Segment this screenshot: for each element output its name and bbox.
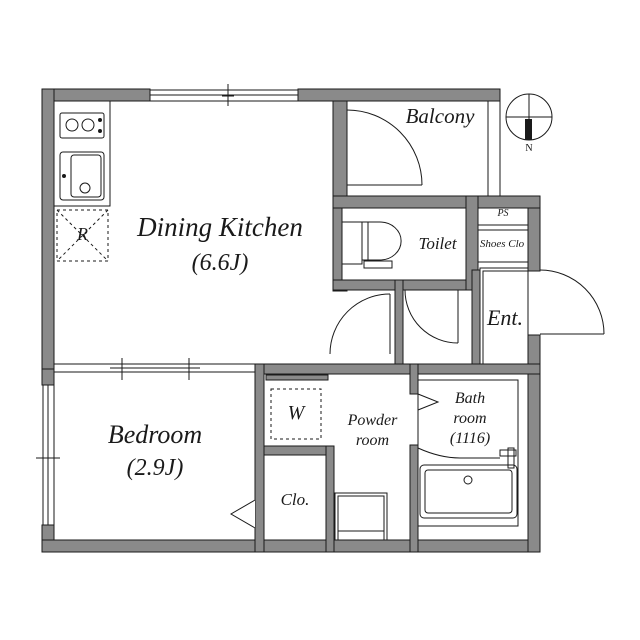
powder-room-label-2: room bbox=[355, 432, 390, 449]
washer-label: W bbox=[287, 402, 305, 424]
bathroom-label-2: room bbox=[453, 410, 487, 427]
toilet-label: Toilet bbox=[418, 234, 457, 253]
compass-icon bbox=[505, 93, 553, 141]
hall-doors bbox=[329, 289, 459, 355]
kitchen-counter bbox=[53, 100, 111, 262]
closet-door bbox=[230, 499, 256, 529]
bedroom-label: Bedroom bbox=[107, 420, 203, 449]
refrigerator-label: R bbox=[77, 224, 88, 244]
entrance bbox=[479, 267, 605, 365]
entrance-label: Ent. bbox=[486, 305, 524, 330]
closet-label: Clo. bbox=[280, 490, 310, 509]
washer bbox=[265, 374, 329, 440]
ps-label: PS bbox=[497, 208, 509, 219]
balcony-rail bbox=[487, 89, 501, 196]
bedroom-size: (2.9J) bbox=[126, 455, 184, 481]
compass-label: N bbox=[525, 143, 533, 154]
powder-sink bbox=[334, 492, 388, 541]
balcony-label: Balcony bbox=[405, 104, 475, 128]
window-top bbox=[149, 84, 299, 106]
bathroom-label: Bath bbox=[454, 390, 486, 407]
powder-room-label: Powder bbox=[347, 412, 398, 429]
toilet-fixture bbox=[341, 207, 467, 281]
shoes-closet-label: Shoes Clo bbox=[479, 238, 525, 250]
ps-shoes bbox=[477, 207, 529, 263]
window-left bbox=[36, 384, 60, 526]
balcony-door bbox=[346, 109, 423, 186]
bathroom-fixtures bbox=[417, 373, 529, 541]
dining-kitchen-label: Dining Kitchen bbox=[137, 212, 303, 242]
dining-kitchen-size: (6.6J) bbox=[191, 250, 249, 276]
sliding-door bbox=[53, 358, 256, 380]
bathroom-size: (1116) bbox=[449, 430, 491, 447]
